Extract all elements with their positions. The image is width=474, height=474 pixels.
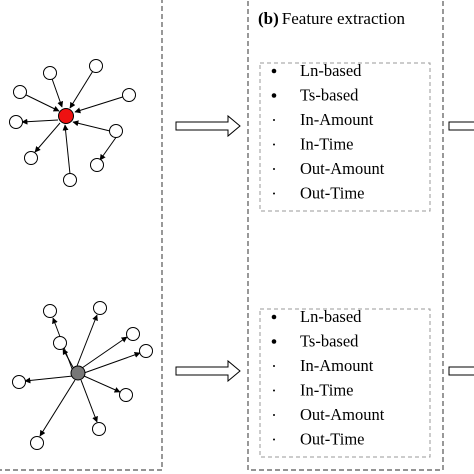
- edge: [19, 91, 60, 112]
- graph-node: [126, 327, 140, 341]
- bullet-icon: [273, 119, 275, 121]
- feature-list: Ln-basedTs-basedIn-AmountIn-TimeOut-Amou…: [271, 61, 385, 203]
- feature-panel-title-text: Feature extraction: [282, 9, 406, 28]
- feature-item-label: Ts-based: [300, 332, 359, 351]
- graph-node: [92, 422, 106, 436]
- feature-lists: Ln-basedTs-basedIn-AmountIn-TimeOut-Amou…: [271, 61, 385, 449]
- flow-arrow-top-right-stub: [448, 121, 474, 131]
- graph-node: [9, 115, 23, 129]
- bullet-icon: [271, 68, 277, 74]
- edge: [34, 122, 61, 153]
- transaction-graph-top: [9, 59, 136, 187]
- graph-node: [90, 158, 104, 172]
- feature-item-label: Out-Amount: [300, 405, 385, 424]
- graph-node: [139, 344, 153, 358]
- edge: [72, 120, 111, 132]
- feature-item-label: In-Amount: [300, 356, 374, 375]
- bullet-icon: [271, 314, 277, 320]
- graph-node: [89, 59, 103, 73]
- edge: [99, 135, 118, 161]
- feature-list: Ln-basedTs-basedIn-AmountIn-TimeOut-Amou…: [271, 307, 385, 449]
- feature-item-label: Out-Amount: [300, 159, 385, 178]
- graph-node: [13, 85, 27, 99]
- edge: [81, 336, 128, 369]
- graph-node: [109, 124, 123, 138]
- transaction-graph-bottom: [12, 301, 153, 450]
- edge: [80, 379, 98, 423]
- flow-arrow-top: [175, 114, 241, 138]
- feature-group-top-border: [259, 62, 431, 212]
- bullet-icon: [273, 389, 275, 392]
- target-node-top: [58, 108, 74, 124]
- edge: [39, 379, 76, 437]
- edge: [74, 94, 130, 114]
- graph-node: [43, 304, 57, 318]
- edge: [69, 65, 97, 109]
- graph-node: [30, 436, 44, 450]
- graph-node: [63, 173, 77, 187]
- feature-item-label: In-Time: [300, 135, 353, 154]
- graph-node: [24, 151, 38, 165]
- feature-panel-label: (b): [258, 9, 279, 28]
- target-node-bottom: [70, 365, 86, 381]
- bullet-icon: [273, 168, 275, 170]
- edge: [76, 314, 98, 367]
- edge: [21, 118, 59, 125]
- edge: [83, 351, 141, 374]
- graph-node: [93, 301, 107, 315]
- bullet-icon: [273, 438, 275, 441]
- graph-node: [53, 336, 67, 350]
- bullet-icon: [273, 143, 275, 146]
- flow-arrow-bottom-right-stub: [448, 366, 474, 376]
- feature-item-label: Out-Time: [300, 184, 365, 203]
- feature-panel-title: (b)Feature extraction: [258, 9, 405, 28]
- edge: [62, 348, 75, 370]
- feature-item-label: Ln-based: [300, 61, 362, 80]
- edge: [24, 375, 74, 384]
- graph-panel-border: [0, 0, 163, 471]
- bullet-icon: [273, 414, 275, 416]
- graph-node: [122, 88, 136, 102]
- graph-node: [119, 388, 133, 402]
- feature-panel-border: [247, 0, 444, 471]
- edge: [83, 375, 121, 393]
- feature-item-label: In-Time: [300, 381, 353, 400]
- feature-group-bottom-border: [259, 308, 431, 458]
- flow-arrow-bottom: [175, 359, 241, 383]
- bullet-icon: [271, 93, 277, 98]
- feature-item-label: Ts-based: [300, 86, 359, 105]
- feature-item-label: In-Amount: [300, 110, 374, 129]
- edge: [62, 124, 71, 175]
- bullet-icon: [273, 365, 275, 367]
- bullet-icon: [273, 192, 275, 195]
- bullet-icon: [271, 339, 277, 344]
- feature-item-label: Out-Time: [300, 430, 365, 449]
- feature-item-label: Ln-based: [300, 307, 362, 326]
- graph-node: [12, 375, 26, 389]
- graph-node: [43, 66, 57, 80]
